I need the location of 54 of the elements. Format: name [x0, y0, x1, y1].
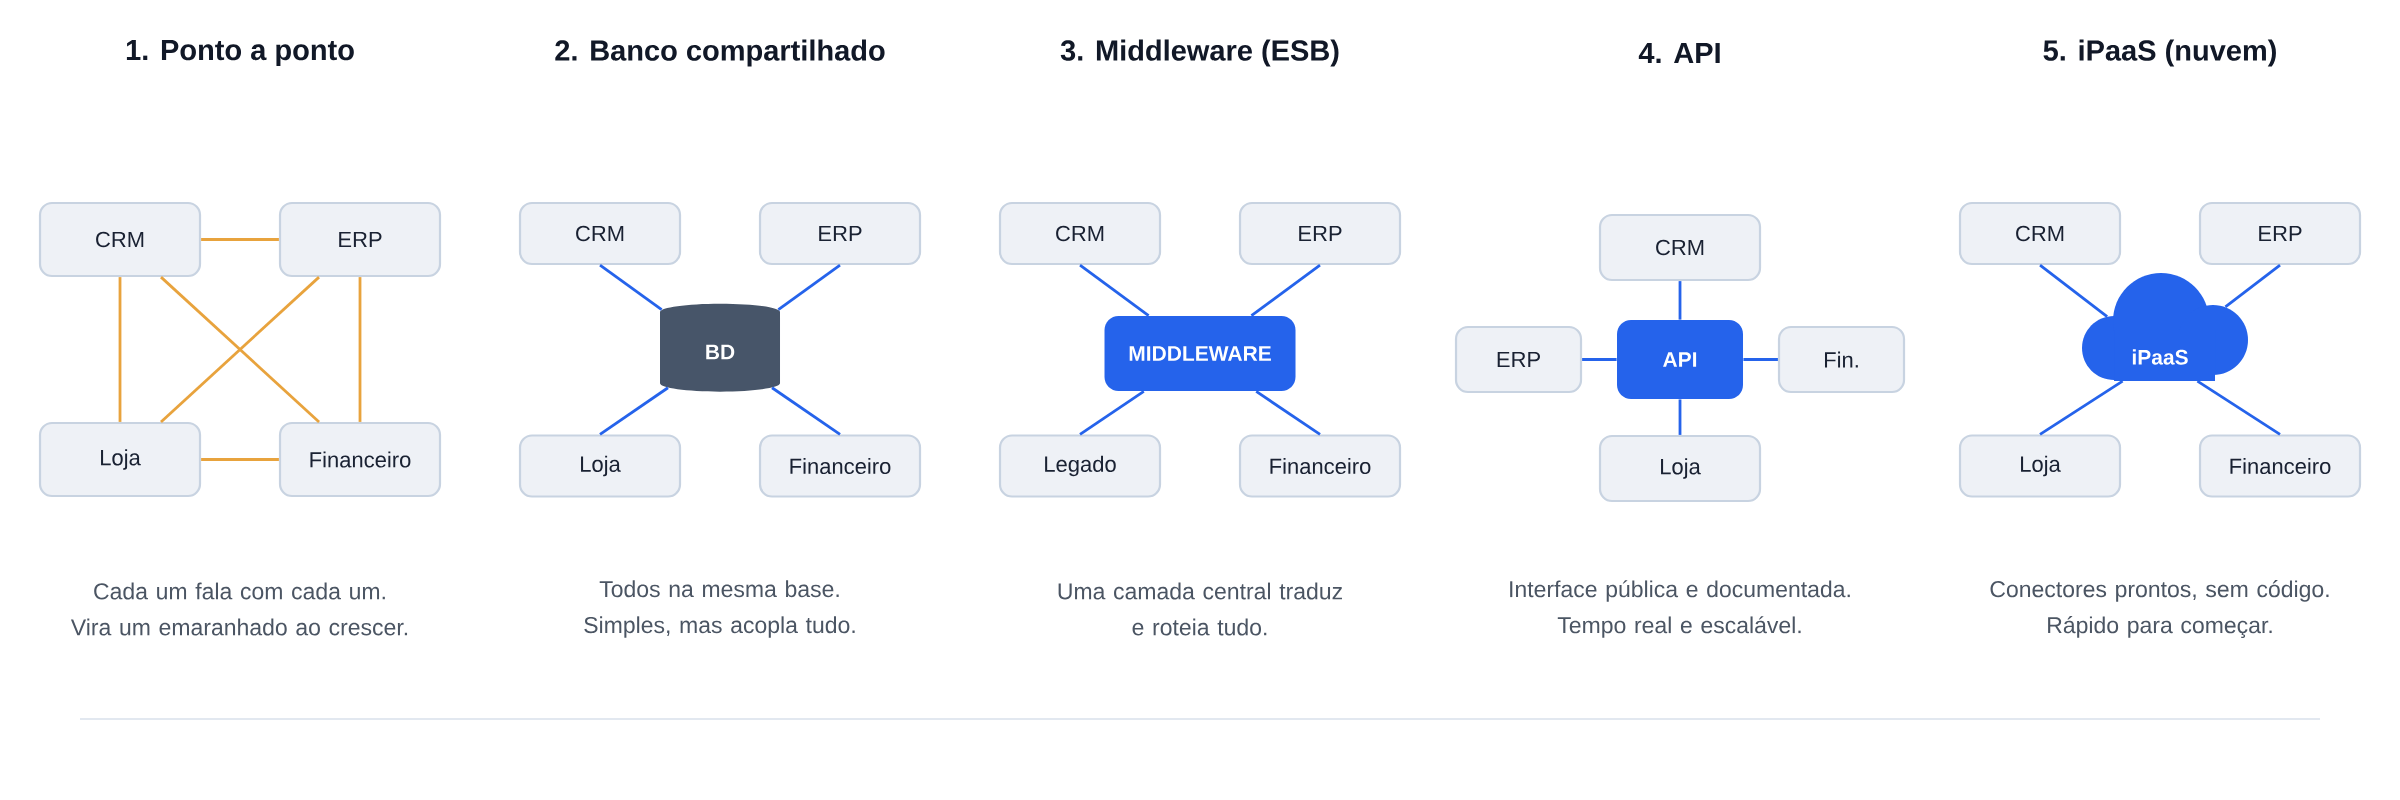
connector-line	[118, 277, 122, 422]
system-box: ERP	[2198, 201, 2362, 266]
connector-line	[1250, 263, 1321, 317]
connector-line	[771, 386, 841, 436]
connector-line	[777, 263, 841, 311]
connector-line	[2224, 264, 2281, 309]
system-box: CRM	[998, 201, 1162, 266]
connector-line	[1678, 399, 1682, 435]
database-cylinder: BD	[660, 303, 780, 392]
connector-line	[1743, 358, 1778, 361]
connector-line	[2039, 264, 2108, 318]
system-box: CRM	[1958, 201, 2122, 266]
hub-box: MIDDLEWARE	[1104, 316, 1296, 391]
crossing-lines	[160, 276, 320, 423]
panel-title: 5. iPaaS (nuvem)	[2043, 39, 2276, 67]
connector-line	[201, 458, 279, 461]
connector-line	[1678, 281, 1682, 320]
system-box: Financeiro	[758, 434, 922, 498]
system-box: CRM	[1598, 213, 1762, 282]
system-box: Loja	[1598, 434, 1762, 503]
connector-line	[599, 263, 663, 311]
caption-text: Uma camada central traduz e roteia tudo.	[1058, 582, 1342, 636]
system-box: Financeiro	[1238, 434, 1402, 498]
caption-text: Cada um fala com cada um. Vira um emaranhado ao crescer.	[70, 582, 408, 636]
system-box: Financeiro	[2198, 434, 2362, 498]
panel-title: 3. Middleware (ESB)	[1060, 39, 1339, 67]
system-box: CRM	[38, 201, 202, 278]
system-box: ERP	[758, 201, 922, 266]
connector-line	[599, 386, 669, 436]
connector-line	[2039, 379, 2124, 436]
system-box: Loja	[518, 434, 682, 498]
system-box: Financeiro	[278, 421, 442, 498]
connector-line	[1255, 390, 1321, 436]
system-box: Loja	[1958, 434, 2122, 498]
caption-text: Conectores prontos, sem código. Rápido para começar.	[1990, 580, 2329, 638]
hub-box: API	[1617, 320, 1743, 399]
caption-text: Interface pública e documentada. Tempo real e escalável.	[1510, 580, 1850, 638]
system-box: Fin.	[1777, 325, 1906, 394]
system-box: Legado	[998, 434, 1162, 498]
caption-text: Todos na mesma base. Simples, mas acopla tudo.	[584, 580, 855, 638]
system-box: CRM	[518, 201, 682, 266]
system-box: ERP	[278, 201, 442, 278]
system-box: ERP	[1238, 201, 1402, 266]
connector-line	[1079, 390, 1145, 436]
connector-line	[1582, 358, 1617, 361]
panel-title: 4. API	[1638, 43, 1720, 63]
panel-title: 2. Banco compartilhado	[555, 39, 885, 67]
system-box: Loja	[38, 421, 202, 498]
panel-title: 1. Ponto a ponto	[126, 40, 354, 66]
connector-line	[358, 277, 362, 422]
connector-line	[201, 238, 279, 241]
system-box: ERP	[1454, 325, 1583, 394]
connector-line	[2196, 379, 2281, 436]
connector-line	[1079, 263, 1150, 317]
